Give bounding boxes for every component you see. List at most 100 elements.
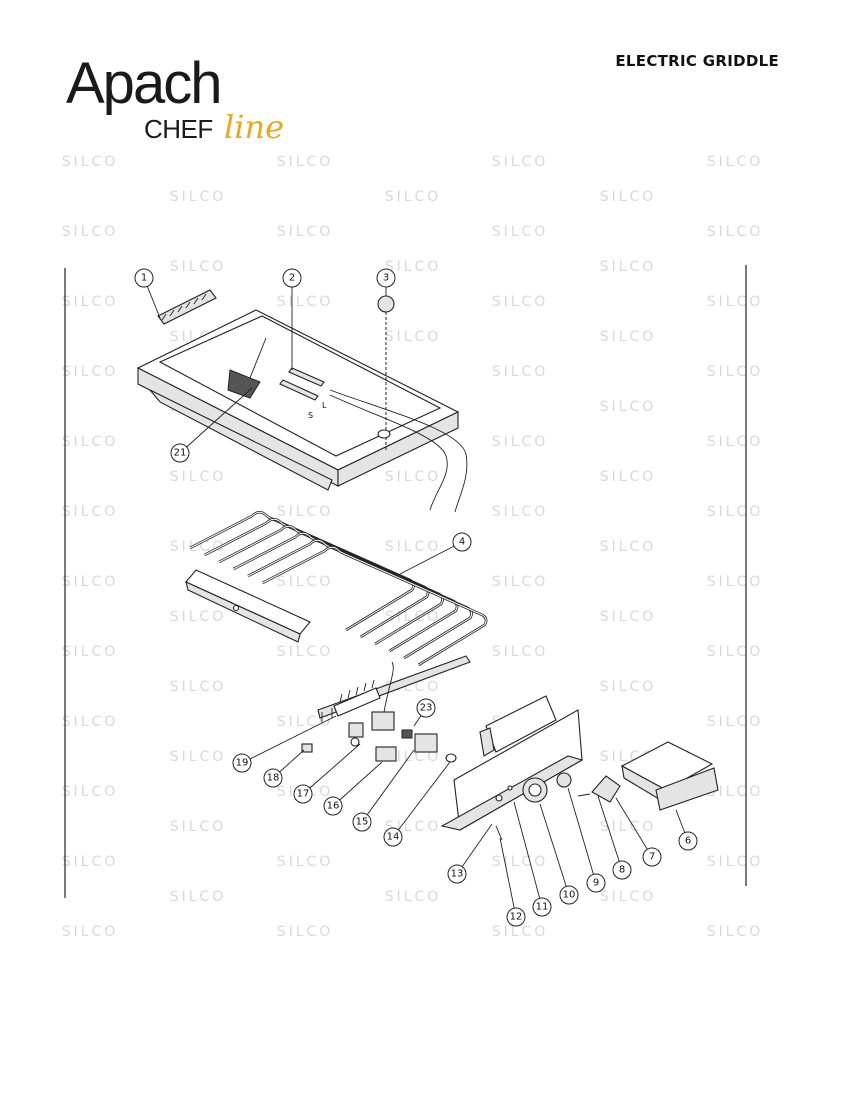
- callout-circle: [134, 268, 154, 288]
- callout-circle: [506, 907, 526, 927]
- watermark-text: SILCO: [600, 399, 657, 415]
- callout-circle: [383, 827, 403, 847]
- callout-number: 2: [289, 273, 295, 284]
- callout-circle: [323, 796, 343, 816]
- callout-leader: [567, 787, 597, 884]
- callout-leader: [456, 823, 493, 875]
- callout-circle: [447, 864, 467, 884]
- callout-leader: [597, 795, 623, 871]
- callout-number: 17: [297, 789, 310, 800]
- watermark-text: SILCO: [62, 504, 119, 520]
- callout-circle: [559, 885, 579, 905]
- watermark-text: SILCO: [707, 504, 764, 520]
- callout-number: 12: [510, 912, 523, 923]
- watermark-text: SILCO: [62, 364, 119, 380]
- watermark-text: SILCO: [707, 224, 764, 240]
- watermark-text: SILCO: [62, 434, 119, 450]
- watermark-text: SILCO: [62, 154, 119, 170]
- callout-number: 4: [459, 537, 465, 548]
- mark-short-label: S: [308, 411, 313, 420]
- switch-and-relays: [301, 661, 457, 763]
- callout-leader: [513, 801, 543, 908]
- watermark-text: SILCO: [170, 469, 227, 485]
- watermark-text: SILCO: [600, 329, 657, 345]
- callout-leader: [241, 715, 337, 764]
- terminal-block: [333, 679, 381, 717]
- watermark-text: SILCO: [277, 504, 334, 520]
- cable-b: [329, 389, 468, 513]
- drain-slot: L S: [279, 367, 327, 420]
- callout-circle: [282, 268, 302, 288]
- watermark-layer: SILCO SILCO SILCO SILCO SILCO SILCO SILCO SILCO…: [62, 154, 764, 940]
- document-title: ELECTRIC GRIDDLE: [615, 52, 779, 70]
- watermark-text: SILCO: [170, 749, 227, 765]
- watermark-text: SILCO: [600, 539, 657, 555]
- splash-guard-bracket: [157, 289, 217, 325]
- callout-number: 21: [174, 448, 187, 459]
- watermark-text: SILCO: [600, 679, 657, 695]
- element-bracket: [185, 569, 311, 643]
- watermark-text: SILCO: [492, 434, 549, 450]
- control-knob: [577, 775, 621, 803]
- callout-circle: [642, 847, 662, 867]
- watermark-text: SILCO: [170, 819, 227, 835]
- watermark-text: SILCO: [707, 574, 764, 590]
- callout-number: 9: [593, 878, 599, 889]
- callout-leader: [179, 387, 253, 454]
- watermark-text: SILCO: [277, 224, 334, 240]
- watermark-text: SILCO: [600, 609, 657, 625]
- watermark-text: SILCO: [492, 854, 549, 870]
- callout-number: 15: [356, 817, 369, 828]
- logo-brand-text: Apach: [66, 51, 222, 116]
- callout-circle: [293, 784, 313, 804]
- logo-chef-text: CHEF: [144, 114, 213, 144]
- watermark-text: SILCO: [277, 574, 334, 590]
- watermark-text: SILCO: [707, 294, 764, 310]
- control-panel: [440, 695, 584, 841]
- brand-logo: Apach CHEF line: [66, 52, 306, 152]
- callout-number: 18: [267, 773, 280, 784]
- callout-circle: [416, 698, 436, 718]
- watermark-text: SILCO: [707, 784, 764, 800]
- watermark-text: SILCO: [385, 189, 442, 205]
- watermark-text: SILCO: [600, 469, 657, 485]
- watermark-text: SILCO: [600, 189, 657, 205]
- cable-a: [329, 394, 448, 511]
- watermark-text: SILCO: [385, 539, 442, 555]
- watermark-text: SILCO: [707, 644, 764, 660]
- callout-circle: [678, 831, 698, 851]
- callout-leader: [392, 761, 451, 838]
- callout-circle: [352, 812, 372, 832]
- callout-number: 10: [563, 890, 576, 901]
- callout-number: 13: [451, 869, 464, 880]
- watermark-text: SILCO: [62, 294, 119, 310]
- watermark-text: SILCO: [277, 154, 334, 170]
- watermark-text: SILCO: [170, 189, 227, 205]
- callout-number: 7: [649, 852, 655, 863]
- watermark-text: SILCO: [492, 364, 549, 380]
- diagram-canvas: SILCO SILCO SILCO SILCO SILCO SILCO SILCO SILCO…: [62, 154, 764, 940]
- callout-number: 1: [141, 273, 147, 284]
- callout-leader: [539, 803, 570, 896]
- watermark-text: SILCO: [492, 154, 549, 170]
- watermark-text: SILCO: [707, 154, 764, 170]
- callout-number: 19: [236, 758, 249, 769]
- watermark-text: SILCO: [492, 924, 549, 940]
- heating-tube: [262, 546, 487, 666]
- callout-circle: [263, 768, 283, 788]
- callout-circle: [376, 268, 396, 288]
- watermark-text: SILCO: [707, 924, 764, 940]
- callout-circle: [170, 443, 190, 463]
- callout-number: 6: [685, 836, 691, 847]
- watermark-text: SILCO: [385, 329, 442, 345]
- callout-circle: [532, 897, 552, 917]
- scraper-tool: [227, 337, 267, 399]
- watermark-text: SILCO: [62, 644, 119, 660]
- watermark-text: SILCO: [62, 224, 119, 240]
- callout-circle: [452, 532, 472, 552]
- watermark-text: SILCO: [62, 714, 119, 730]
- callout-leader: [332, 761, 383, 807]
- callout-leader: [361, 749, 415, 823]
- callout-leader: [615, 797, 653, 858]
- callout-number: 3: [383, 273, 389, 284]
